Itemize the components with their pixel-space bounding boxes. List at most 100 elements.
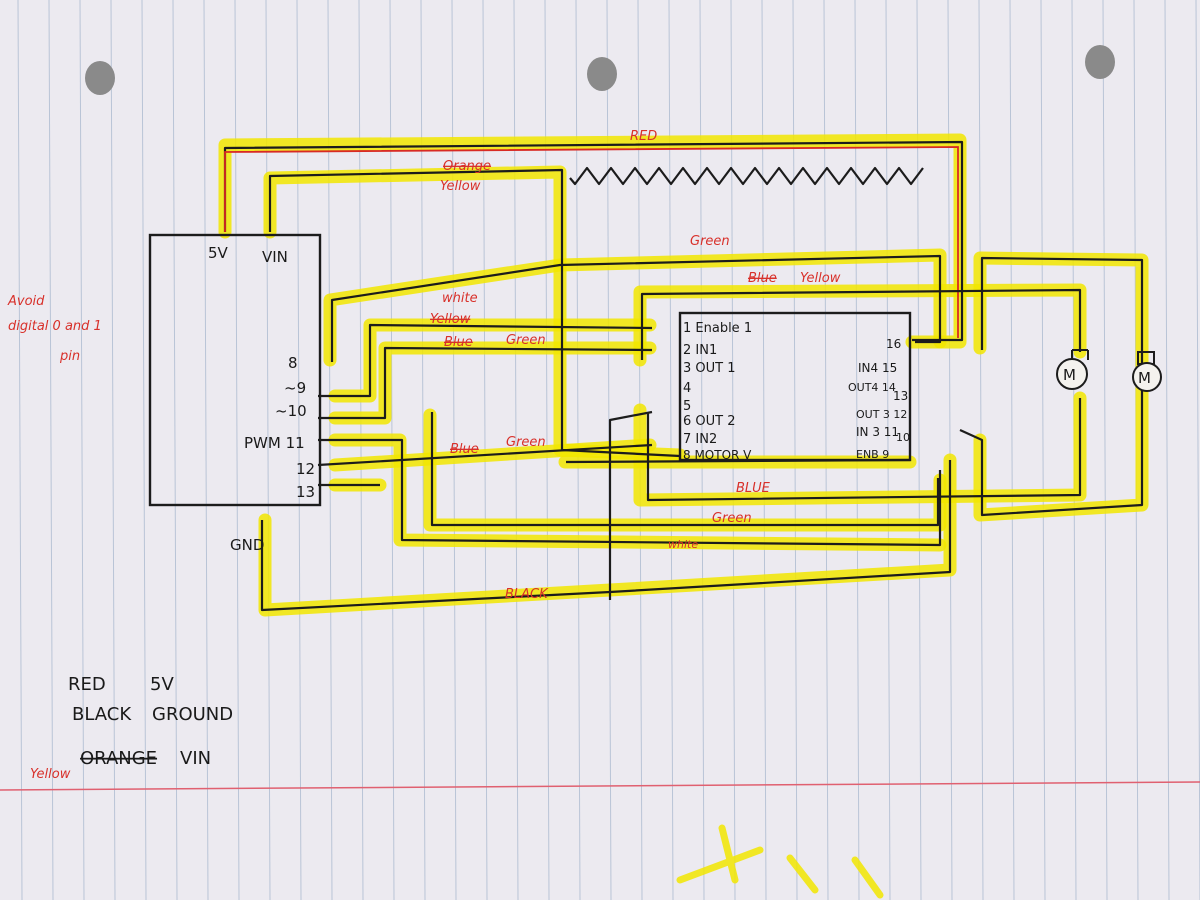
legend-orange-color: ORANGE xyxy=(80,748,157,769)
motor-1: M xyxy=(1056,349,1089,390)
chip-pin-12: OUT 3 12 xyxy=(856,408,907,421)
label-green-mid: Green xyxy=(506,333,546,348)
wire-vin-yellow xyxy=(268,168,681,458)
punch-holes xyxy=(85,45,1115,95)
ruled-line xyxy=(327,0,333,900)
wire-motor2 xyxy=(959,256,1144,517)
chip-pin-7: 7 IN2 xyxy=(683,432,717,447)
ruled-line xyxy=(761,0,767,900)
ruled-line xyxy=(947,0,953,900)
ruled-line xyxy=(730,0,736,900)
label-blue-struck: Blue xyxy=(748,271,777,286)
ruled-line xyxy=(885,0,891,900)
ruled-line xyxy=(203,0,209,900)
label-green-top: Green xyxy=(690,234,730,249)
ruled-line xyxy=(79,0,85,900)
side-note: Avoid digital 0 and 1 pin xyxy=(7,294,102,364)
chip-pin-8: 8 MOTOR V xyxy=(683,448,752,462)
ruled-line xyxy=(358,0,364,900)
label-blue-struck-2: Blue xyxy=(444,335,473,350)
ruled-line xyxy=(792,0,798,900)
chip-pin-16: 16 xyxy=(886,337,901,351)
legend-black-meaning: GROUND xyxy=(152,704,233,725)
pin-label-10: ~10 xyxy=(275,402,307,420)
coil-element xyxy=(569,166,924,186)
punch-hole xyxy=(1085,45,1115,79)
ruled-line xyxy=(17,0,23,900)
arduino-pin-labels: 8 ~9 ~10 PWM 11 12 13 xyxy=(244,354,315,501)
ruled-line xyxy=(1040,0,1046,900)
note-line-2: digital 0 and 1 xyxy=(8,319,102,334)
label-blue-struck-3: Blue xyxy=(450,442,479,457)
ruled-line xyxy=(110,0,116,900)
pin-label-8: 8 xyxy=(288,354,298,372)
label-green-bottom: Green xyxy=(712,511,752,526)
chip-pin-6: 6 OUT 2 xyxy=(683,414,736,429)
wire-pin11 xyxy=(318,438,942,547)
label-blue-bottom: BLUE xyxy=(736,481,771,496)
chip-right-pins: 16 IN4 15 OUT4 14 13 OUT 3 12 IN 3 11 10… xyxy=(848,337,910,461)
arduino-5v-label: 5V xyxy=(208,244,229,262)
wire-pin9 xyxy=(318,323,653,398)
chip-pin-5: 5 xyxy=(683,399,691,414)
motor-1-label: M xyxy=(1063,366,1076,384)
ruled-line xyxy=(823,0,829,900)
label-green-low: Green xyxy=(506,435,546,450)
wire-gnd-drop xyxy=(608,410,653,600)
wire-pin10 xyxy=(318,346,653,420)
ruled-line xyxy=(1102,0,1108,900)
label-black: BLACK xyxy=(505,587,549,602)
chip-pin-11: IN 3 11 xyxy=(856,425,899,439)
ruled-line xyxy=(1164,0,1170,900)
highlighter-scribbles xyxy=(676,824,884,899)
chip-pin-3: 3 OUT 1 xyxy=(683,361,736,376)
pin-label-13: 13 xyxy=(296,483,315,501)
chip-pin-10: 10 xyxy=(896,431,910,444)
chip-pin-2: 2 IN1 xyxy=(683,343,717,358)
motor-2-label: M xyxy=(1138,369,1151,387)
chip-left-pins: 1 Enable 1 2 IN1 3 OUT 1 4 5 6 OUT 2 7 I… xyxy=(683,321,752,462)
ruled-line xyxy=(172,0,178,900)
legend: RED 5V BLACK GROUND ORANGE VIN Yellow xyxy=(30,674,233,782)
label-red: RED xyxy=(630,129,657,144)
wire-color-labels: RED Orange Yellow Green Blue Yellow whit… xyxy=(430,129,841,602)
ruled-line xyxy=(389,0,395,900)
chip-pin-15: IN4 15 xyxy=(858,361,897,375)
wire-pin8-green xyxy=(330,254,942,362)
legend-orange-correction: Yellow xyxy=(30,767,71,782)
chip-pin-1: 1 Enable 1 xyxy=(683,321,752,336)
ruled-line xyxy=(234,0,240,900)
chip-pin-14: OUT4 14 xyxy=(848,381,896,394)
label-yellow-struck: Yellow xyxy=(430,312,471,327)
legend-black-color: BLACK xyxy=(72,704,132,725)
pin-label-11: PWM 11 xyxy=(244,434,305,452)
margin-line xyxy=(0,781,1200,791)
ruled-line xyxy=(854,0,860,900)
wire-motor1-return xyxy=(646,398,1082,502)
gnd-label: GND xyxy=(230,536,264,554)
wire-pin12 xyxy=(317,443,653,467)
ruled-line xyxy=(48,0,54,900)
chip-pin-9: ENB 9 xyxy=(856,448,889,461)
motor-2: M xyxy=(1132,351,1162,392)
wire-green-loop xyxy=(430,412,940,527)
legend-orange-meaning: VIN xyxy=(180,748,211,769)
arduino-board xyxy=(148,233,322,507)
h-bridge-chip xyxy=(678,311,912,462)
label-white: white xyxy=(442,291,478,306)
ruled-line xyxy=(699,0,705,900)
chip-pin-13: 13 xyxy=(893,389,908,403)
note-line-3: pin xyxy=(59,349,80,364)
ruled-line xyxy=(1009,0,1015,900)
legend-red-meaning: 5V xyxy=(150,674,174,695)
wire-5v-red-ink xyxy=(224,146,959,338)
ruled-line xyxy=(141,0,147,900)
punch-hole xyxy=(85,61,115,95)
pin-label-12: 12 xyxy=(296,460,315,478)
wires xyxy=(223,140,1144,612)
pin-label-9: ~9 xyxy=(284,379,306,397)
label-orange-struck: Orange xyxy=(443,159,491,174)
ruled-line xyxy=(916,0,922,900)
arduino-vin-label: VIN xyxy=(262,248,288,266)
